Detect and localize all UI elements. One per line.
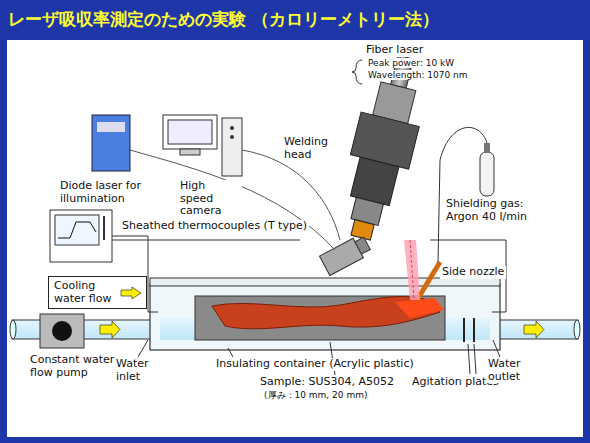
part-label: Water inlet <box>114 358 162 383</box>
box-label: Cooling water flow <box>54 280 116 305</box>
device-label: Sheathed thermocouples (T type) <box>120 220 309 233</box>
part-label: Sample: SUS304, A5052 <box>258 376 396 389</box>
device-label: Welding head <box>282 136 340 161</box>
spec-label: (厚み：10 mm, 20 mm) <box>262 390 369 400</box>
spec-label: Peak power: 10 kW <box>366 58 456 68</box>
device-label: High speed camera <box>178 180 242 218</box>
part-label: Insulating container (Acrylic plastic) <box>214 358 416 371</box>
device-label: Diode laser for illumination <box>58 180 154 205</box>
slide-title: レーザ吸収率測定のための実験 （カロリーメトリー法） <box>8 8 439 31</box>
flow-box: Cooling water flow <box>48 276 147 309</box>
device-label: Shielding gas: Argon 40 l/min <box>444 198 558 223</box>
device-label: Constant water flow pump <box>28 354 120 379</box>
spec-label: Wavelength: 1070 nm <box>366 70 470 80</box>
part-label: Side nozzle <box>440 266 506 279</box>
part-label: Water outlet <box>486 358 534 383</box>
device-label: Fiber laser <box>364 44 425 57</box>
flow-arrow <box>120 286 142 300</box>
